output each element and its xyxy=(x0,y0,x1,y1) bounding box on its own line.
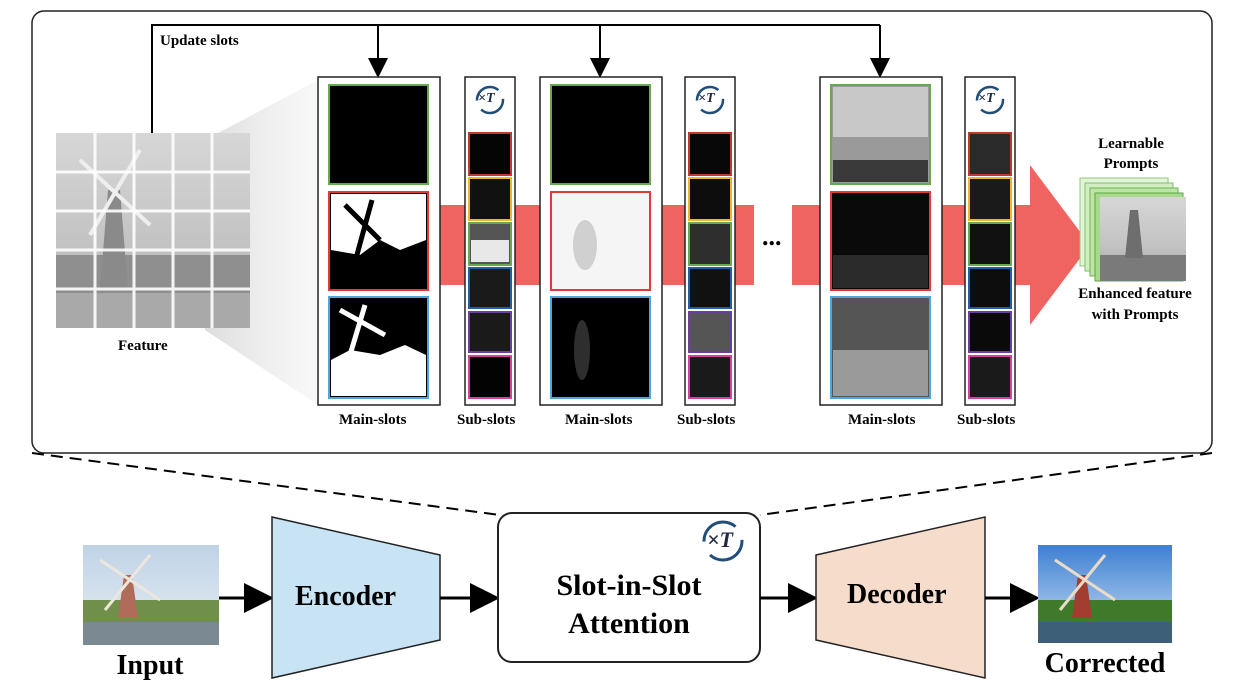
repeat-icon-stage2 xyxy=(695,85,725,115)
zoom-line-left xyxy=(31,452,501,516)
repeat-icon-text-3: ×T xyxy=(978,91,995,106)
stage2-main-slots-label: Main-slots xyxy=(565,412,633,428)
repeat-icon-attention xyxy=(702,520,744,562)
enhanced-feature-label: Enhanced feature with Prompts xyxy=(1060,284,1210,326)
attention-label-line1: Slot-in-Slot xyxy=(556,569,702,602)
learnable-prompts-line1: Learnable xyxy=(1098,136,1164,152)
corrected-image xyxy=(1038,545,1172,643)
stage2-sub-slots-label: Sub-slots xyxy=(677,412,736,428)
attention-label: Slot-in-Slot Attention xyxy=(500,567,758,643)
feature-grid-image xyxy=(56,133,250,328)
repeat-icon-text-2: ×T xyxy=(698,91,715,106)
input-label: Input xyxy=(116,650,184,681)
stage3-main-slots-panel xyxy=(819,76,943,406)
stage2-sub-slots-panel xyxy=(684,76,736,406)
update-slots-line xyxy=(151,24,880,135)
attention-box xyxy=(497,512,761,663)
stage3-sub-slots-label: Sub-slots xyxy=(957,412,1016,428)
stage3-main-slots-label: Main-slots xyxy=(848,412,916,428)
prompt-stack xyxy=(1079,177,1186,282)
corrected-label: Corrected xyxy=(1044,648,1166,679)
encoder-label: Encoder xyxy=(295,581,397,612)
learnable-prompts-label: Learnable Prompts xyxy=(1076,134,1186,174)
repeat-icon-stage3 xyxy=(975,85,1005,115)
ellipsis-label: ... xyxy=(762,222,782,251)
input-image xyxy=(83,545,219,645)
enhanced-feature-line1: Enhanced feature xyxy=(1078,286,1192,302)
stage1-main-slots-panel xyxy=(317,76,441,406)
zoom-line-right xyxy=(759,452,1213,516)
attention-repeat-text: ×T xyxy=(707,527,733,552)
learnable-prompts-line2: Prompts xyxy=(1103,156,1159,172)
update-slots-label: Update slots xyxy=(160,33,239,49)
stage1-sub-slots-label: Sub-slots xyxy=(457,412,516,428)
attention-label-line2: Attention xyxy=(568,607,690,640)
stage3-sub-slots-panel xyxy=(964,76,1016,406)
repeat-icon-text-1: ×T xyxy=(478,91,495,106)
decoder-shape xyxy=(815,516,986,679)
stage1-sub-slots-panel xyxy=(464,76,516,406)
decoder-label: Decoder xyxy=(847,579,947,610)
enhanced-feature-line2: with Prompts xyxy=(1091,307,1179,323)
encoder-shape xyxy=(271,516,441,679)
stage1-main-slots-label: Main-slots xyxy=(339,412,407,428)
repeat-icon-stage1 xyxy=(475,85,505,115)
stage2-main-slots-panel xyxy=(539,76,663,406)
feature-label: Feature xyxy=(118,338,168,354)
